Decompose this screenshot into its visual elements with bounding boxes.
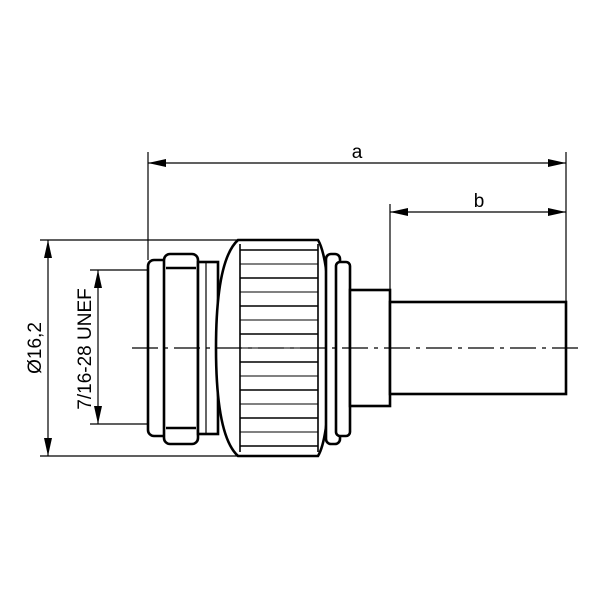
dimension-b-label: b <box>474 191 485 212</box>
dimension-thread-label: 7/16-28 UNEF <box>75 288 96 409</box>
dimension-diameter: Ø16,2 <box>25 239 238 457</box>
dimension-a: a <box>147 142 567 302</box>
dimension-a-label: a <box>352 142 363 163</box>
dimension-thread: 7/16-28 UNEF <box>75 269 148 425</box>
connector-body <box>146 238 568 458</box>
coupling-ring <box>162 252 200 446</box>
dimension-b: b <box>389 191 566 290</box>
dimension-diameter-label: Ø16,2 <box>25 322 46 374</box>
shoulder-ring-inner <box>334 260 352 438</box>
